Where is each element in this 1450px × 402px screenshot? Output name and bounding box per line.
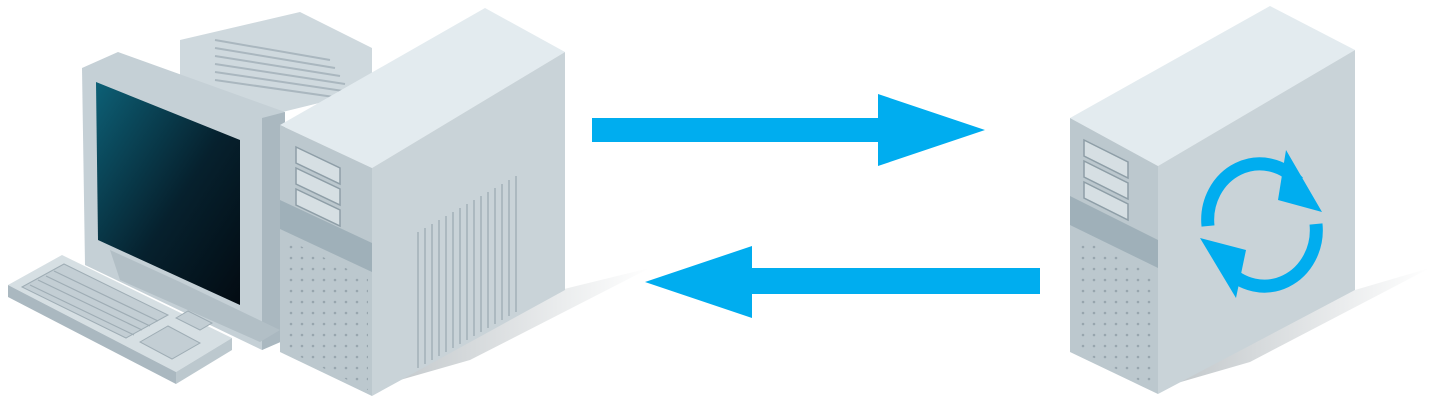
client-drive-bays — [295, 145, 341, 228]
server-tower-grille — [1074, 234, 1154, 388]
sync-arrowheads — [1200, 150, 1322, 298]
client-tower-top — [280, 8, 565, 168]
server-tower-icon — [1070, 6, 1430, 394]
server-shadow — [1160, 268, 1430, 388]
client-tower-band — [280, 200, 372, 272]
keyboard-key-rows — [29, 270, 159, 336]
desktop-computer-icon — [8, 8, 650, 396]
server-tower-band — [1070, 196, 1158, 268]
arrow-right-icon — [592, 94, 985, 166]
client-tower-grille — [284, 238, 368, 390]
keyboard-fn-keys — [174, 310, 214, 331]
client-tower-vents — [417, 176, 517, 368]
arrow-left-icon — [645, 246, 1040, 318]
server-tower-side — [1158, 50, 1355, 394]
server-drive-bays — [1083, 138, 1129, 222]
monitor-bezel-side — [262, 112, 285, 350]
keyboard-numpad — [138, 325, 202, 360]
monitor-base — [110, 250, 280, 342]
keyboard-side — [176, 338, 232, 384]
server-tower-top — [1070, 6, 1355, 166]
client-shadow — [372, 268, 650, 388]
monitor-screen — [96, 82, 240, 305]
keyboard-front — [8, 285, 176, 384]
